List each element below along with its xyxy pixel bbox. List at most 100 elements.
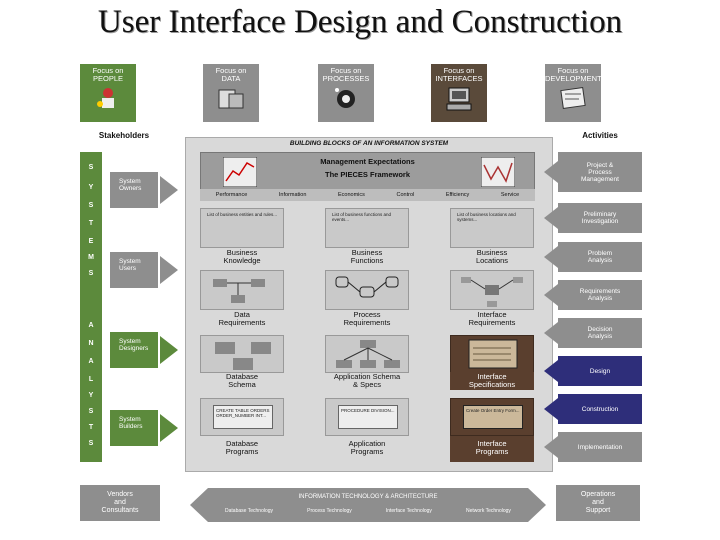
business-knowledge-cell: List of business entities and rules... — [200, 208, 284, 248]
vertical-letter: L — [88, 376, 94, 383]
activity-line: Process — [588, 168, 612, 176]
box-line: Consultants — [101, 507, 139, 514]
arrow-left-icon — [544, 284, 558, 306]
arrow-right-icon — [160, 414, 178, 442]
data-requirements-cell — [200, 270, 284, 310]
pieces-item: Performance — [215, 192, 248, 198]
vertical-letter: T — [88, 424, 94, 431]
role-line: Builders — [119, 423, 143, 430]
cell-text: List of business locations and systems..… — [457, 212, 516, 222]
arrow-left-icon — [544, 398, 558, 420]
arrow-left-icon — [544, 207, 558, 229]
activity-line: Investigation — [581, 218, 619, 225]
flow-diagram-icon — [335, 276, 399, 298]
vertical-letter: A — [88, 322, 94, 329]
vertical-letter: S — [88, 440, 94, 447]
activity-line: Analysis — [587, 333, 613, 340]
activity-line: Preliminary — [583, 211, 617, 218]
caption-line: Programs — [475, 447, 509, 456]
caption-line: Functions — [350, 256, 384, 265]
vertical-letter: E — [88, 238, 94, 245]
activity-line: Construction — [581, 405, 619, 413]
role-line: Users — [119, 265, 136, 272]
box-line: Support — [585, 507, 611, 514]
role-line: System — [119, 338, 141, 345]
cell-text: PROCEDURE DIVISION... — [341, 408, 395, 413]
caption-line: Database — [225, 439, 259, 448]
interfaces-icon — [446, 87, 472, 111]
caption-line: Process — [353, 310, 381, 319]
caption-line: Schema — [228, 380, 256, 389]
graph-icon — [481, 157, 515, 187]
focus-interfaces-box: Focus on INTERFACES — [431, 64, 487, 122]
box-line: and — [114, 499, 126, 506]
activity-implementation: Implementation — [558, 432, 642, 462]
caption-line: Programs — [225, 447, 259, 456]
activity-line: Problem — [587, 250, 613, 257]
interface-specifications-cell — [450, 335, 534, 373]
activity-line: Analysis — [587, 257, 613, 264]
role-line: System — [119, 178, 141, 185]
pieces-item: Economics — [338, 192, 365, 198]
code-sheet — [213, 405, 273, 429]
focus-processes-box: Focus on PROCESSES — [318, 64, 374, 122]
vertical-letter: Y — [88, 392, 94, 399]
caption-line: Knowledge — [223, 256, 261, 265]
activity-line: Project & — [586, 161, 614, 169]
arrow-left-icon — [544, 360, 558, 382]
caption-line: Requirements — [218, 318, 266, 327]
vertical-letter: S — [88, 164, 94, 171]
activity-line: Implementation — [577, 443, 623, 451]
pieces-item: Control — [396, 192, 415, 198]
vertical-letter: N — [88, 340, 94, 347]
role-line: System — [119, 416, 141, 423]
role-line: Owners — [119, 185, 142, 192]
caption-line: Requirements — [468, 318, 516, 327]
pieces-categories-bar: Performance Information Economics Contro… — [200, 189, 535, 201]
systems-analysts-column: S Y S T E M S A N A L Y S T S — [80, 152, 102, 462]
arrow-left-icon — [544, 246, 558, 268]
it-item: Process Technology — [307, 508, 352, 514]
caption-line: Database — [225, 372, 259, 381]
caption-line: Business — [476, 248, 508, 257]
activity-line: Analysis — [587, 295, 613, 302]
processes-icon — [335, 88, 355, 108]
cell-text: Create Order Entry Form... — [466, 408, 520, 413]
application-schema-cell — [325, 335, 409, 373]
caption-line: Business — [351, 248, 383, 257]
code-sheet — [463, 405, 523, 429]
box-line: Vendors — [107, 491, 133, 498]
vertical-letter: Y — [88, 184, 94, 191]
vertical-letter: T — [88, 220, 94, 227]
caption-line: Interface — [477, 439, 507, 448]
activity-line: Management — [581, 175, 619, 183]
vertical-letter: M — [88, 254, 94, 261]
activity-line: Design — [589, 367, 611, 375]
panel-title: BUILDING BLOCKS OF AN INFORMATION SYSTEM — [289, 140, 449, 147]
stakeholders-header: Stakeholders — [98, 131, 150, 140]
data-icon — [218, 89, 244, 109]
arrow-left-icon — [190, 488, 208, 522]
people-icon — [97, 88, 114, 108]
caption-line: Interface — [477, 310, 507, 319]
focus-label: Focus on — [215, 66, 247, 75]
focus-label: PROCESSES — [322, 74, 370, 83]
caption-line: Application Schema — [333, 372, 401, 381]
focus-development-box: Focus on DEVELOPMENT — [545, 64, 602, 122]
box-line: and — [592, 499, 604, 506]
schema-diagram-icon — [215, 342, 271, 370]
it-item: Interface Technology — [385, 508, 432, 514]
role-line: Designers — [119, 345, 149, 352]
